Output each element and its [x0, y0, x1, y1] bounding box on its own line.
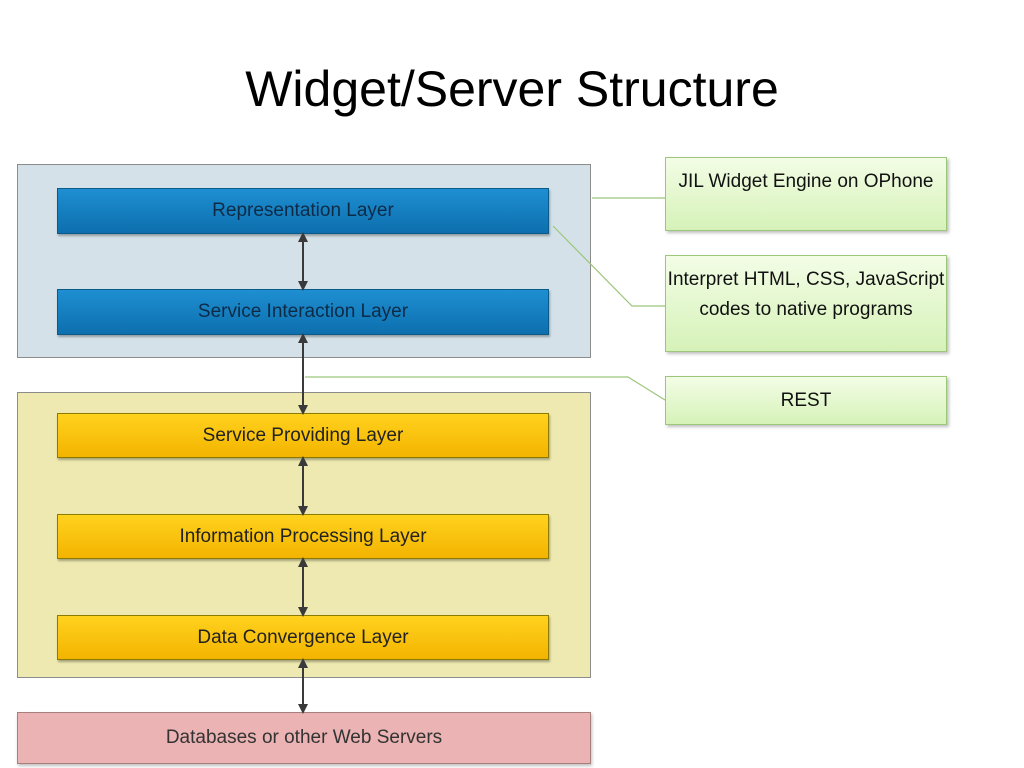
callout-interpret-codes: Interpret HTML, CSS, JavaScript codes to…: [665, 255, 947, 352]
connector-interpret-callout: [552, 225, 665, 307]
representation-layer-box: Representation Layer: [57, 188, 549, 234]
service-providing-layer-box: Service Providing Layer: [57, 413, 549, 458]
slide-title: Widget/Server Structure: [245, 61, 779, 117]
callout-widget-engine: JIL Widget Engine on OPhone: [665, 157, 947, 231]
connector-rest-callout: [305, 376, 666, 401]
callout-rest: REST: [665, 376, 947, 425]
